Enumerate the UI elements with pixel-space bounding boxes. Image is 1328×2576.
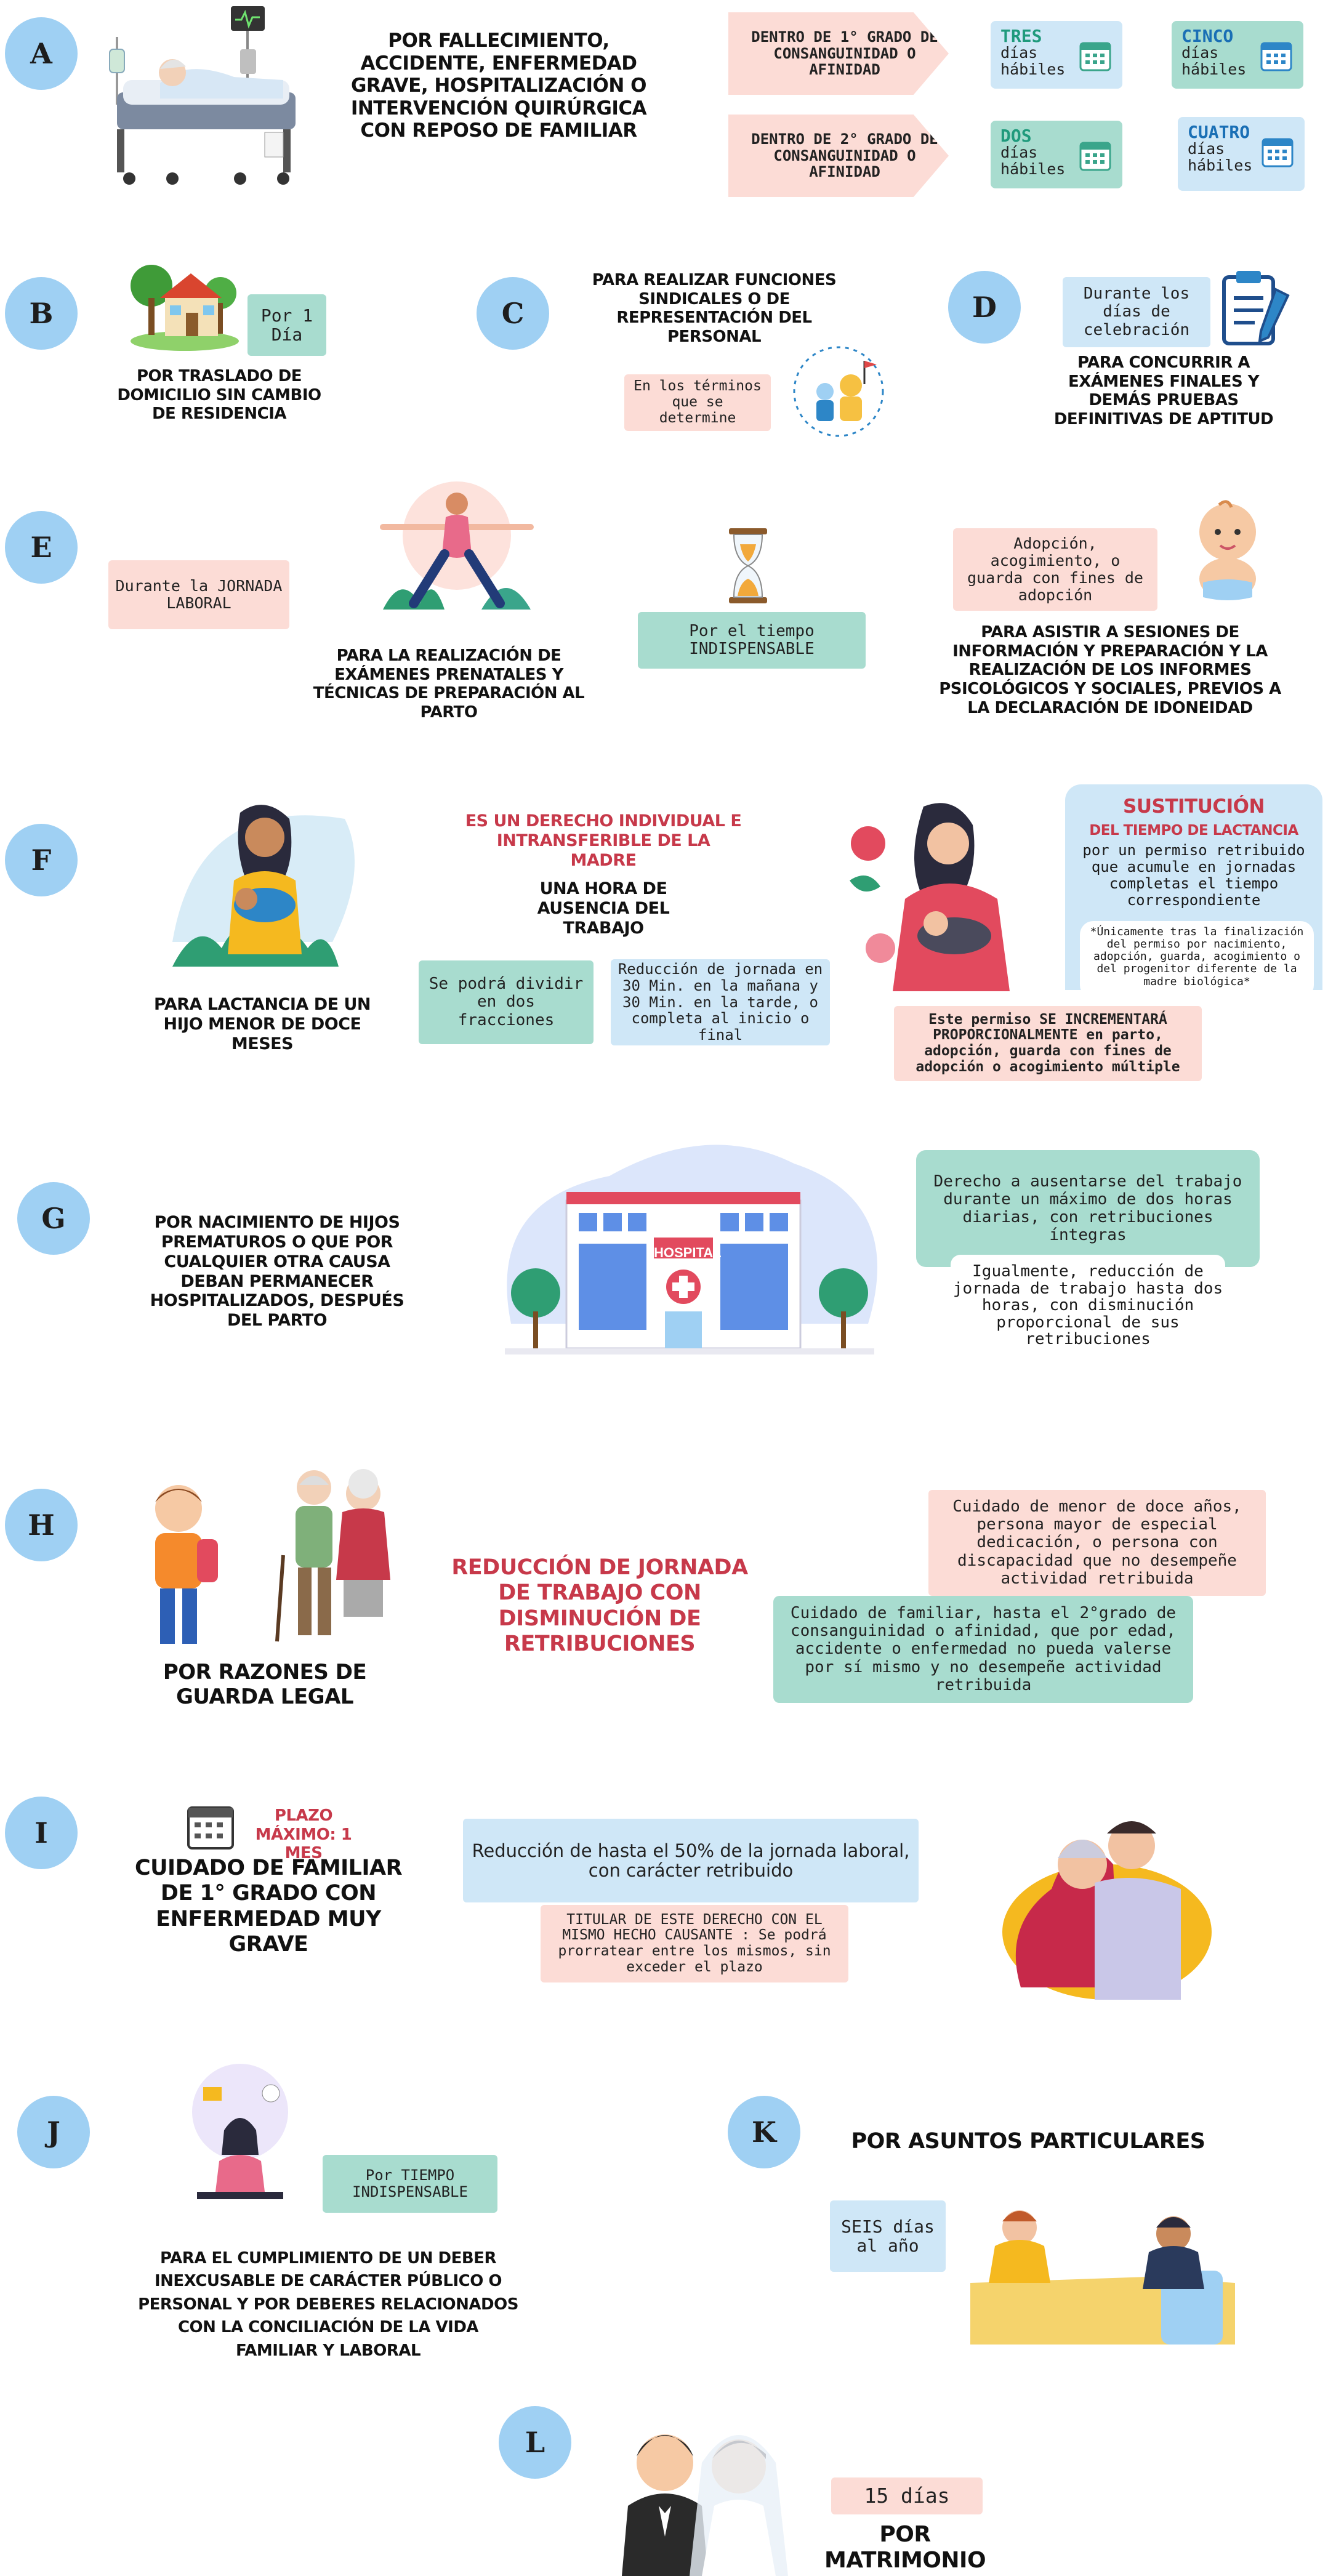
i-plazo: PLAZO MÁXIMO: 1 MES xyxy=(255,1806,352,1863)
h-care-relative-tag: Cuidado de familiar, hasta el 2°grado de… xyxy=(773,1596,1193,1703)
yoga-pregnant-woman-illustration xyxy=(358,474,549,622)
substitution-subtitle: DEL TIEMPO DE LACTANCIA xyxy=(1089,823,1298,839)
substitution-note: *Únicamente tras la finalización del per… xyxy=(1080,921,1314,999)
days-dos-number: DOS xyxy=(1000,126,1032,146)
h-care-minor-tag: Cuidado de menor de doce años, persona m… xyxy=(928,1490,1266,1596)
calendar-icon xyxy=(1259,38,1294,73)
section-badge-j: J xyxy=(17,2096,90,2168)
days-cinco-number: CINCO xyxy=(1181,26,1234,46)
hospital-illustration xyxy=(493,1139,887,1398)
g-absence-tag: Derecho a ausentarse del trabajo durante… xyxy=(916,1150,1260,1267)
calendar-icon xyxy=(1260,134,1295,169)
h-reduction-center: REDUCCIÓN DE JORNADA DE TRABAJO CON DISM… xyxy=(451,1555,748,1656)
child-with-backpack-illustration xyxy=(131,1478,229,1656)
d-celebration-tag: Durante los días de celebración xyxy=(1063,277,1210,347)
section-badge-f: F xyxy=(5,824,78,896)
union-workers-icon xyxy=(789,342,888,441)
b-one-day-tag: Por 1 Día xyxy=(247,294,326,356)
e-workday-tag: Durante la JORNADA LABORAL xyxy=(108,560,289,629)
section-badge-h: H xyxy=(5,1489,78,1561)
calendar-icon xyxy=(185,1801,236,1853)
degree-1-arrow: DENTRO DE 1° GRADO DE CONSANGUINIDAD O A… xyxy=(728,12,949,95)
breastfeeding-mother-illustration xyxy=(843,794,1053,991)
i-holder-note: TITULAR DE ESTE DERECHO CON EL MISMO HEC… xyxy=(541,1905,848,1982)
section-badge-k: K xyxy=(728,2096,800,2168)
mother-holding-baby-illustration xyxy=(160,788,363,973)
e-adoption-tag: Adopción, acogimiento, o guarda con fine… xyxy=(953,528,1157,611)
g-hospital-sign: HOSPITAL xyxy=(654,1245,722,1260)
days-tres-label: días hábiles xyxy=(1000,44,1066,78)
k-six-days-tag: SEIS días al año xyxy=(830,2200,946,2272)
hourglass-icon xyxy=(726,527,770,605)
calendar-icon xyxy=(1078,38,1113,73)
section-badge-g: G xyxy=(17,1182,90,1255)
section-a-title: POR FALLECIMIENTO, ACCIDENTE, ENFERMEDAD… xyxy=(350,30,647,142)
section-badge-b: B xyxy=(5,277,78,350)
section-badge-a: A xyxy=(5,17,78,90)
section-h-title: POR RAZONES DE GUARDA LEGAL xyxy=(163,1660,367,1710)
l-fifteen-days-tag: 15 días xyxy=(831,2477,983,2514)
f-one-hour: UNA HORA DE AUSENCIA DEL TRABAJO xyxy=(537,879,670,938)
section-k-title: POR ASUNTOS PARTICULARES xyxy=(851,2129,1205,2154)
days-tres-box: TRES días hábiles xyxy=(991,21,1122,89)
days-tres-number: TRES xyxy=(1000,26,1042,46)
section-b-title: POR TRASLADO DE DOMICILIO SIN CAMBIO DE … xyxy=(117,367,321,424)
degree-2-arrow: DENTRO DE 2° GRADO DE CONSANGUINIDAD O A… xyxy=(728,115,949,197)
i-reduction-tag: Reducción de hasta el 50% de la jornada … xyxy=(463,1819,919,1902)
house-icon xyxy=(129,249,240,353)
calendar-icon xyxy=(1078,138,1113,172)
baby-illustration xyxy=(1182,493,1274,603)
section-d-title: PARA CONCURRIR A EXÁMENES FINALES Y DEMÁ… xyxy=(1053,353,1274,429)
section-badge-i: I xyxy=(5,1797,78,1869)
section-g-title: POR NACIMIENTO DE HIJOS PREMATUROS O QUE… xyxy=(150,1213,404,1330)
days-cinco-label: días hábiles xyxy=(1181,44,1247,78)
section-e-left-title: PARA LA REALIZACIÓN DE EXÁMENES PRENATAL… xyxy=(313,646,585,722)
days-dos-label: días hábiles xyxy=(1000,143,1066,178)
f-reduction-tag: Reducción de jornada en 30 Min. en la ma… xyxy=(611,959,830,1045)
bride-and-groom-illustration xyxy=(610,2413,794,2576)
section-i-title: CUIDADO DE FAMILIAR DE 1° GRADO CON ENFE… xyxy=(134,1856,403,1957)
section-badge-c: C xyxy=(477,277,549,350)
days-cuatro-number: CUATRO xyxy=(1188,122,1250,142)
section-badge-d: D xyxy=(948,271,1021,344)
hospital-bed-illustration xyxy=(105,0,314,197)
substitution-title: SUSTITUCIÓN xyxy=(1123,795,1265,818)
meeting-people-illustration xyxy=(964,2191,1241,2345)
days-cuatro-box: CUATRO días hábiles xyxy=(1178,117,1305,191)
section-l-title: POR MATRIMONIO xyxy=(824,2522,986,2574)
elderly-couple-illustration xyxy=(265,1463,406,1648)
f-divide-tag: Se podrá dividir en dos fracciones xyxy=(419,960,594,1044)
c-terms-tag: En los términos que se determine xyxy=(624,374,771,431)
days-cinco-box: CINCO días hábiles xyxy=(1172,21,1303,89)
substitution-text: por un permiso retribuido que acumule en… xyxy=(1082,842,1305,909)
days-dos-box: DOS días hábiles xyxy=(991,121,1122,188)
f-multiple-tag: Este permiso SE INCREMENTARÁ PROPORCIONA… xyxy=(894,1006,1202,1081)
days-cuatro-label: días hábiles xyxy=(1188,140,1253,174)
section-f-title: PARA LACTANCIA DE UN HIJO MENOR DE DOCE … xyxy=(154,995,371,1053)
section-j-title: PARA EL CUMPLIMIENTO DE UN DEBER INEXCUS… xyxy=(138,2249,518,2360)
g-reduction-text: Igualmente, reducción de jornada de trab… xyxy=(951,1255,1225,1359)
section-badge-l: L xyxy=(499,2406,571,2479)
section-e-right-title: PARA ASISTIR A SESIONES DE INFORMACIÓN Y… xyxy=(939,623,1281,717)
f-individual-right: ES UN DERECHO INDIVIDUAL E INTRANSFERIBL… xyxy=(465,811,742,870)
j-indispensable-tag: Por TIEMPO INDISPENSABLE xyxy=(323,2155,497,2213)
hugging-couple-illustration xyxy=(996,1809,1218,2000)
section-c-title: PARA REALIZAR FUNCIONES SINDICALES O DE … xyxy=(592,271,837,347)
document-pencil-icon xyxy=(1212,265,1298,351)
woman-at-desk-illustration xyxy=(179,2056,302,2223)
e-indispensable-tag: Por el tiempo INDISPENSABLE xyxy=(638,612,866,669)
section-badge-e: E xyxy=(5,511,78,584)
